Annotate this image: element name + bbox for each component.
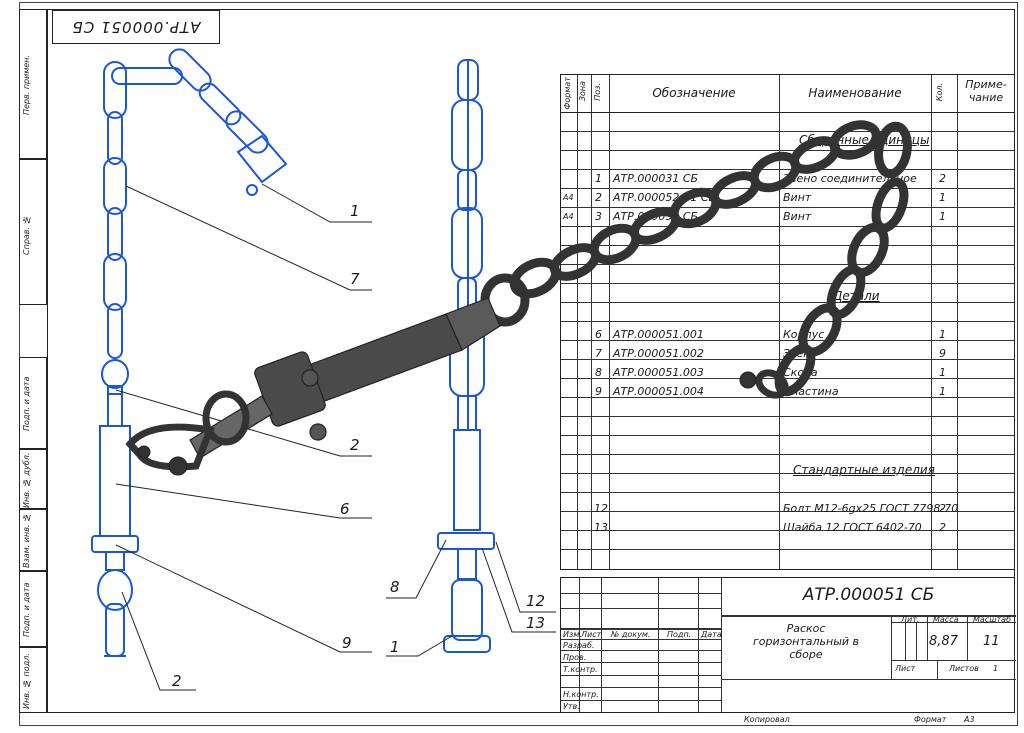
callout-number: 1	[390, 638, 400, 656]
section-standard-title: Стандартные изделия	[793, 463, 935, 477]
chain-link	[198, 82, 242, 126]
col-label: Лист	[581, 630, 602, 639]
chain-link	[457, 169, 477, 211]
shackle-pin	[443, 635, 491, 653]
specification-table: Формат Зона Поз. Обозначение Наименовани…	[560, 74, 1015, 570]
header-note: Приме-чание	[965, 78, 1007, 104]
col-label: № докум.	[611, 630, 651, 639]
callout-number: 6	[340, 500, 350, 518]
callout-number: 13	[526, 614, 546, 632]
stamp-cell: Справ. №	[19, 159, 47, 305]
callout-number: 12	[526, 592, 546, 610]
stamp-cell: Инв. № дубл.	[19, 449, 47, 509]
role-label: Н.контр.	[563, 690, 599, 699]
document-title: Раскос горизонтальный в сборе	[752, 622, 860, 661]
body-tube	[453, 429, 481, 531]
chain-link	[107, 207, 123, 261]
eye-bolt	[101, 359, 129, 389]
chain-link	[107, 111, 123, 165]
shackle	[236, 134, 288, 184]
chain-link	[103, 253, 127, 311]
callout-number: 7	[350, 270, 360, 288]
stamp-cell: Перв. примен.	[19, 9, 47, 159]
chain-link	[168, 48, 212, 92]
eye-bolt	[97, 569, 133, 611]
role-label: Т.контр.	[563, 665, 598, 674]
callout-number: 8	[390, 578, 400, 596]
header-name: Наименование	[808, 86, 902, 100]
role-label: Пров.	[563, 653, 587, 662]
role-label: Утв.	[563, 702, 580, 711]
table-header: Формат Зона Поз. Обозначение Наименовани…	[561, 75, 1014, 113]
copied-label: Копировал	[744, 715, 790, 724]
role-label: Разраб.	[563, 641, 595, 650]
sheets-label: Листов	[949, 664, 979, 673]
left-stamp-strip: Перв. примен. Справ. № Подп. и дата Инв.…	[19, 9, 47, 713]
stamp-cell: Подп. и дата	[19, 571, 47, 647]
chain-link	[225, 110, 269, 154]
shackle	[451, 579, 483, 641]
format-label: Формат	[914, 715, 947, 724]
title-block: Изм. Лист № докум. Подп. Дата Разраб. Пр…	[560, 577, 1016, 713]
stamp-cell: Подп. и дата	[19, 357, 47, 449]
stamp-cell: Инв. № подл.	[19, 647, 47, 713]
callout-number: 2	[350, 436, 360, 454]
rotated-code-box: АТР.000051 СБ	[52, 10, 220, 44]
mass-value: 8,87	[929, 634, 958, 649]
col-label: Дата	[701, 630, 722, 639]
scale-label: Масштаб	[973, 615, 1012, 624]
callout-number: 2	[172, 672, 182, 690]
scale-value: 11	[983, 634, 1000, 649]
stamp-cell: Взам. инв. №	[19, 509, 47, 571]
header-designation: Обозначение	[652, 86, 736, 100]
chain-link	[107, 303, 123, 359]
callout-number: 1	[350, 202, 360, 220]
callout-number: 9	[342, 634, 352, 652]
sheet-label: Лист	[895, 664, 916, 673]
shackle-pin	[246, 184, 258, 196]
document-code: АТР.000051 СБ	[802, 585, 935, 605]
sheets-value: 1	[993, 664, 999, 673]
chain-link	[103, 61, 127, 119]
col-label: Подп.	[667, 630, 692, 639]
mass-label: Масса	[933, 615, 959, 624]
col-label: Изм.	[563, 630, 582, 639]
lit-label: Лит.	[901, 615, 920, 624]
format-value: А3	[964, 715, 975, 724]
